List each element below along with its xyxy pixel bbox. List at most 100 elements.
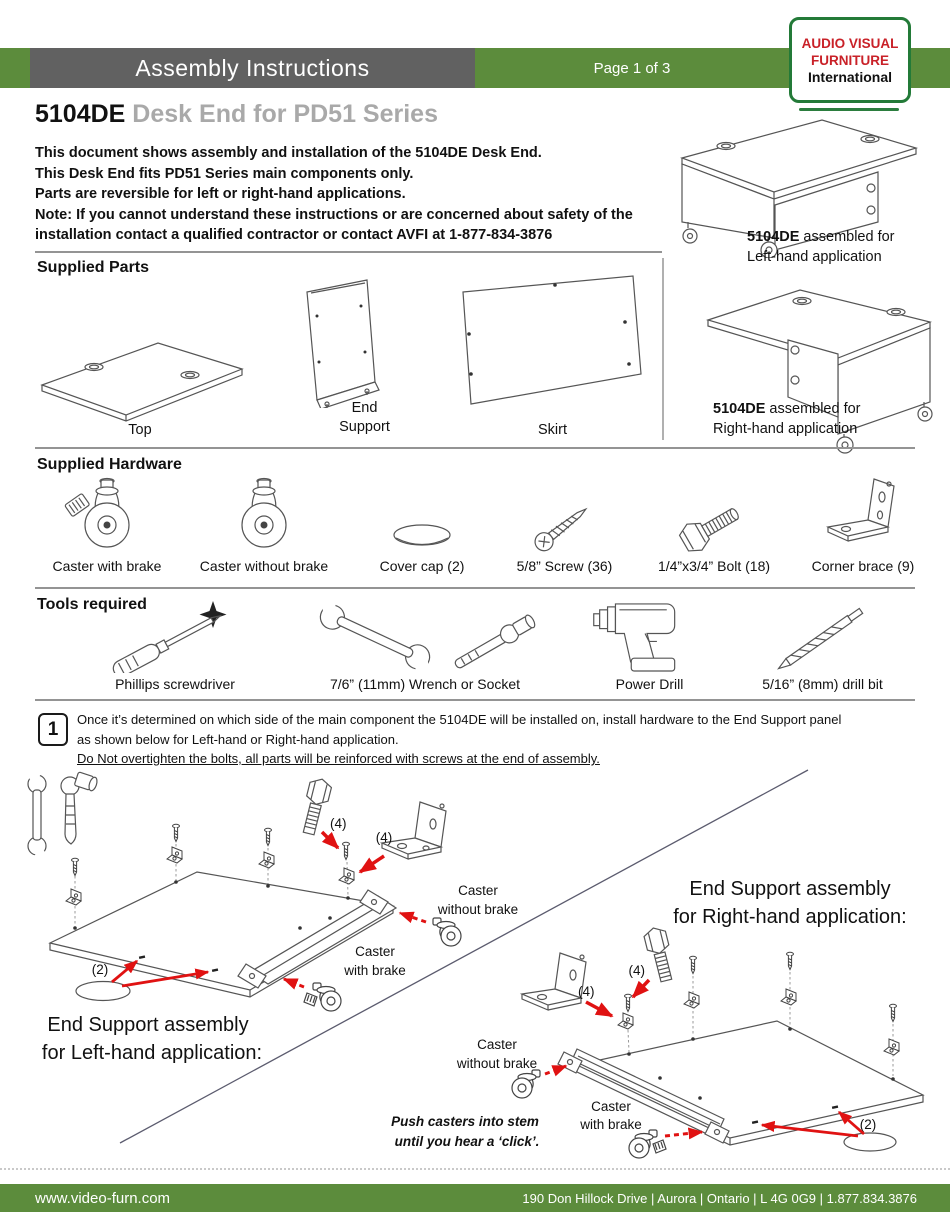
screw [889,1003,897,1022]
footer-divider [0,1168,950,1170]
assembly-diagram: (4) (4) Caster without brake Caster with… [26,768,925,1170]
column-divider [662,258,664,440]
page-title: Assembly Instructions [135,54,370,81]
cover-cap-callout-right: (2) [760,1110,897,1152]
corner-bracket [683,991,700,1009]
header-title-box: Assembly Instructions [30,48,475,88]
cover-cap-callout-left: (2) [75,959,210,1002]
footer-bar: www.video-furn.com 190 Don Hillock Drive… [0,1184,950,1212]
tool-item: 5/16” (8mm) drill bit [730,598,915,694]
right-desk-caption-line2: Right-hand application [713,421,858,437]
caster-click-note: Push casters into stem [391,1114,539,1129]
caster-with-brake-small [629,1130,666,1158]
hardware-item: Caster without brake [185,474,343,576]
desk-right-hand-illustration [705,289,933,454]
hardware-item: Corner brace (9) [792,474,934,576]
intro-line: Note: If you cannot understand these ins… [35,206,633,223]
intro-line: This Desk End fits PD51 Series main comp… [35,165,414,182]
cover-cap-icon [393,524,451,546]
svg-text:(2): (2) [860,1117,877,1132]
screw-icon [533,507,588,552]
step-1-text: Once it’s determined on which side of th… [77,712,842,766]
page-number: Page 1 of 3 [593,59,671,77]
screw [624,993,632,1012]
svg-text:for Left-hand application:: for Left-hand application: [42,1042,262,1064]
corner-bracket [258,851,275,869]
tool-item: Phillips screwdriver [85,598,265,694]
intro-line: Parts are reversible for left or right-h… [35,186,406,202]
right-desk-caption-model: 5104DE [713,401,766,417]
part-end-support-illustration [306,279,380,408]
supplied-parts-heading: Supplied Parts [37,259,150,276]
screw [689,955,697,974]
corner-bracket [883,1038,900,1056]
caster-without-brake-small [432,917,462,947]
screw [342,841,350,860]
left-assembly-heading: End Support assembly [47,1014,248,1036]
caster-without-brake-label: Caster [477,1037,517,1052]
screw [264,827,272,846]
logo-text-3: International [807,68,892,85]
intro-line: installation contact a qualified contrac… [35,227,553,243]
right-assembly-heading: End Support assembly [689,878,890,900]
socket-wrench-illustration [60,771,98,845]
svg-text:without brake: without brake [437,902,518,917]
svg-text:with brake: with brake [579,1117,642,1132]
bolt-icon [678,508,739,552]
wrench-illustration [26,768,49,863]
hardware-item: 5/8” Screw (36) [492,474,637,576]
caster-with-brake-label: Caster [591,1099,631,1114]
supplied-hardware-heading: Supplied Hardware [37,456,182,473]
hardware-item: 1/4”x3/4” Bolt (18) [638,474,790,576]
screw [786,951,794,970]
divider [35,587,915,589]
svg-text:(2): (2) [92,962,109,977]
desk-left-hand-illustration [680,119,919,258]
intro-paragraph: This document shows assembly and install… [35,143,633,246]
diagram-divider-line [119,769,809,1144]
intro-line: This document shows assembly and install… [35,145,542,161]
caster-with-brake-label: Caster [355,944,395,959]
left-desk-caption: 5104DE assembled for Left-hand applicati… [747,227,895,267]
hardware-item: Caster with brake [32,474,182,576]
hardware-item: Cover cap (2) [348,474,496,576]
svg-text:(4): (4) [578,984,595,999]
caster-without-brake-small [511,1069,541,1099]
tool-item: 7/6” (11mm) Wrench or Socket [295,598,555,694]
svg-text:without brake: without brake [456,1056,537,1071]
part-skirt-caption: Skirt [538,422,567,438]
corner-bracket [780,988,797,1006]
divider [35,699,915,701]
caster-with-brake-small [304,983,341,1011]
corner-bracket [166,846,183,864]
logo-underline [799,108,899,111]
caster-with-brake-icon [64,477,130,548]
corner-bracket [65,888,82,906]
tools-heading: Tools required [37,596,147,613]
step-number-box: 1 [38,713,68,746]
logo-text-1: AUDIO VISUAL [801,35,899,51]
caster-without-brake-label: Caster [458,883,498,898]
bolt-callout-right: (4) [629,927,673,999]
corner-bracket [338,867,355,885]
part-top-caption: Top [128,422,152,438]
phillips-screwdriver-icon [112,601,227,673]
right-assembly-panel [557,972,925,1146]
logo-text-2: FURNITURE [811,52,889,68]
svg-text:(4): (4) [330,816,347,831]
right-desk-caption: 5104DE assembled for Right-hand applicat… [713,399,861,439]
divider [35,447,915,449]
part-end-support-caption: End Support [339,400,390,435]
power-drill-icon [592,603,675,672]
bolt-callout-left: (4) [302,778,347,850]
svg-text:until you hear a ‘click’.: until you hear a ‘click’. [395,1134,540,1149]
svg-text:for Right-hand application:: for Right-hand application: [673,906,906,928]
screw [172,823,180,842]
tool-item: Power Drill [572,598,727,694]
divider [35,251,662,253]
svg-text:(4): (4) [376,830,393,845]
series-name: Desk End for PD51 Series [125,100,438,128]
left-desk-caption-rest: assembled for [799,229,895,245]
caster-without-brake-icon [241,477,287,548]
